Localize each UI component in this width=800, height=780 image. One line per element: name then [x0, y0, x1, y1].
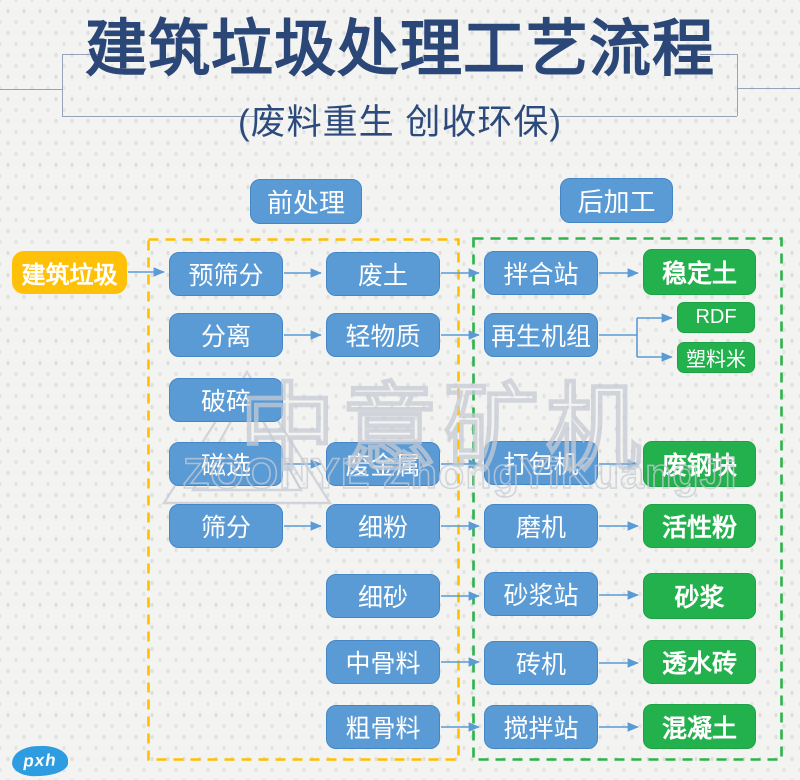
title-frame-side-left [62, 54, 63, 116]
node-mixing-plant: 拌合站 [484, 251, 598, 295]
product-mortar: 砂浆 [643, 573, 756, 619]
node-coarse-aggregate: 粗骨料 [326, 705, 440, 749]
title-frame-bottom-right [550, 116, 737, 117]
product-rdf: RDF [677, 302, 755, 333]
title-frame-top-right [700, 54, 737, 55]
title-frame-side-right [737, 54, 738, 116]
node-screening: 筛分 [169, 504, 283, 548]
page-title: 建筑垃圾处理工艺流程 [84, 15, 715, 84]
page-rule-right [737, 88, 800, 89]
node-brick-machine: 砖机 [484, 641, 598, 685]
product-active-powder: 活性粉 [643, 504, 756, 548]
section-header-pre-processing: 前处理 [250, 179, 362, 224]
section-header-post-processing: 后加工 [560, 178, 673, 223]
node-medium-aggregate: 中骨料 [326, 640, 440, 684]
node-regeneration-unit: 再生机组 [484, 313, 598, 357]
node-mill: 磨机 [484, 504, 598, 548]
pxh-logo: pxh [11, 745, 69, 777]
node-separation: 分离 [169, 313, 283, 357]
node-construction-waste: 建筑垃圾 [12, 251, 127, 294]
node-light-material: 轻物质 [326, 313, 440, 357]
product-stabilized-soil: 稳定土 [643, 249, 756, 295]
node-fine-sand: 细砂 [326, 574, 440, 618]
node-magnetic-separation: 磁选 [169, 442, 283, 486]
node-fine-powder: 细粉 [326, 504, 440, 548]
node-pre-screen: 预筛分 [169, 252, 283, 296]
title-frame-top-left [62, 54, 102, 55]
product-concrete: 混凝土 [643, 704, 756, 749]
node-concrete-mixing-plant: 搅拌站 [484, 705, 598, 749]
node-waste-soil: 废土 [326, 252, 440, 296]
page-rule-left [0, 89, 62, 90]
page-subtitle: (废料重生 创收环保) [237, 103, 563, 142]
node-baler: 打包机 [484, 441, 598, 485]
node-mortar-plant: 砂浆站 [484, 572, 598, 616]
product-permeable-brick: 透水砖 [643, 640, 756, 684]
product-plastic-pellets: 塑料米 [677, 342, 755, 373]
product-scrap-steel: 废钢块 [643, 441, 756, 487]
node-crushing: 破碎 [169, 378, 283, 422]
title-frame-bottom-left [62, 116, 256, 117]
node-scrap-metal: 废金属 [326, 442, 440, 486]
